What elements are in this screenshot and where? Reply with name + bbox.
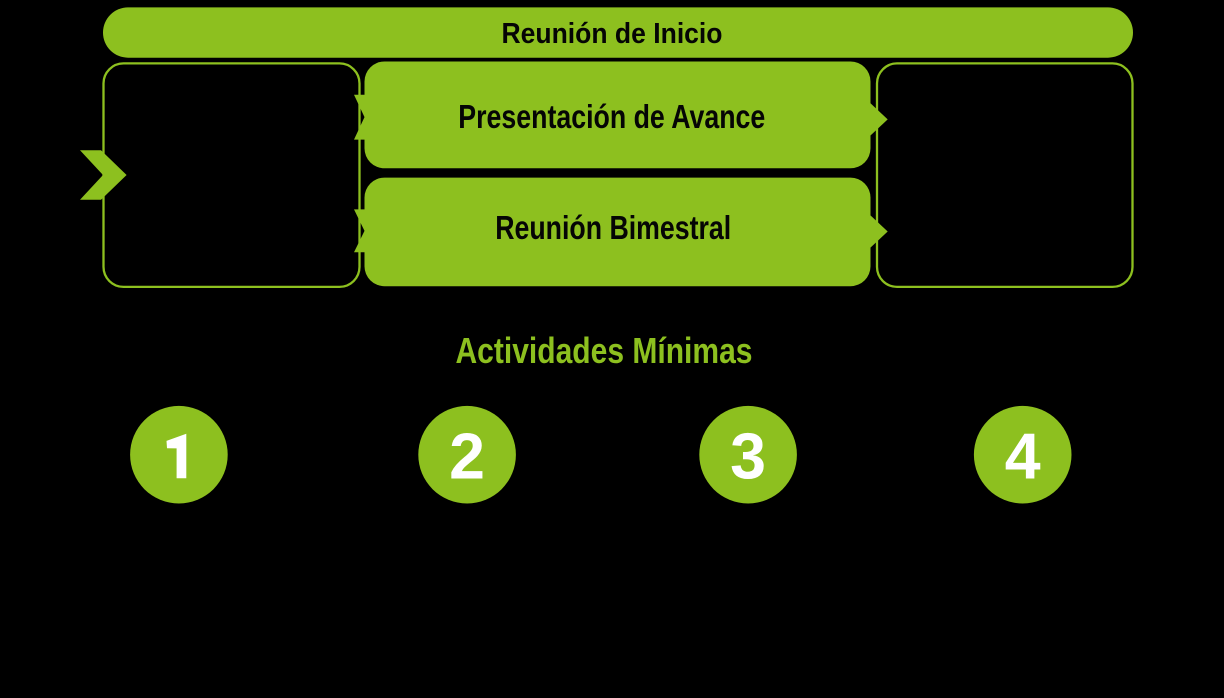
svg-text:Reunión Bimestral: Reunión Bimestral [495, 209, 731, 246]
svg-text:Presentación de Avance: Presentación de Avance [458, 98, 765, 135]
svg-text:Reunión de Inicio: Reunión de Inicio [502, 18, 723, 50]
svg-text:Actividades Mínimas: Actividades Mínimas [456, 330, 753, 371]
svg-text:4: 4 [1005, 421, 1041, 493]
svg-text:2: 2 [449, 421, 485, 493]
svg-text:3: 3 [730, 421, 766, 493]
